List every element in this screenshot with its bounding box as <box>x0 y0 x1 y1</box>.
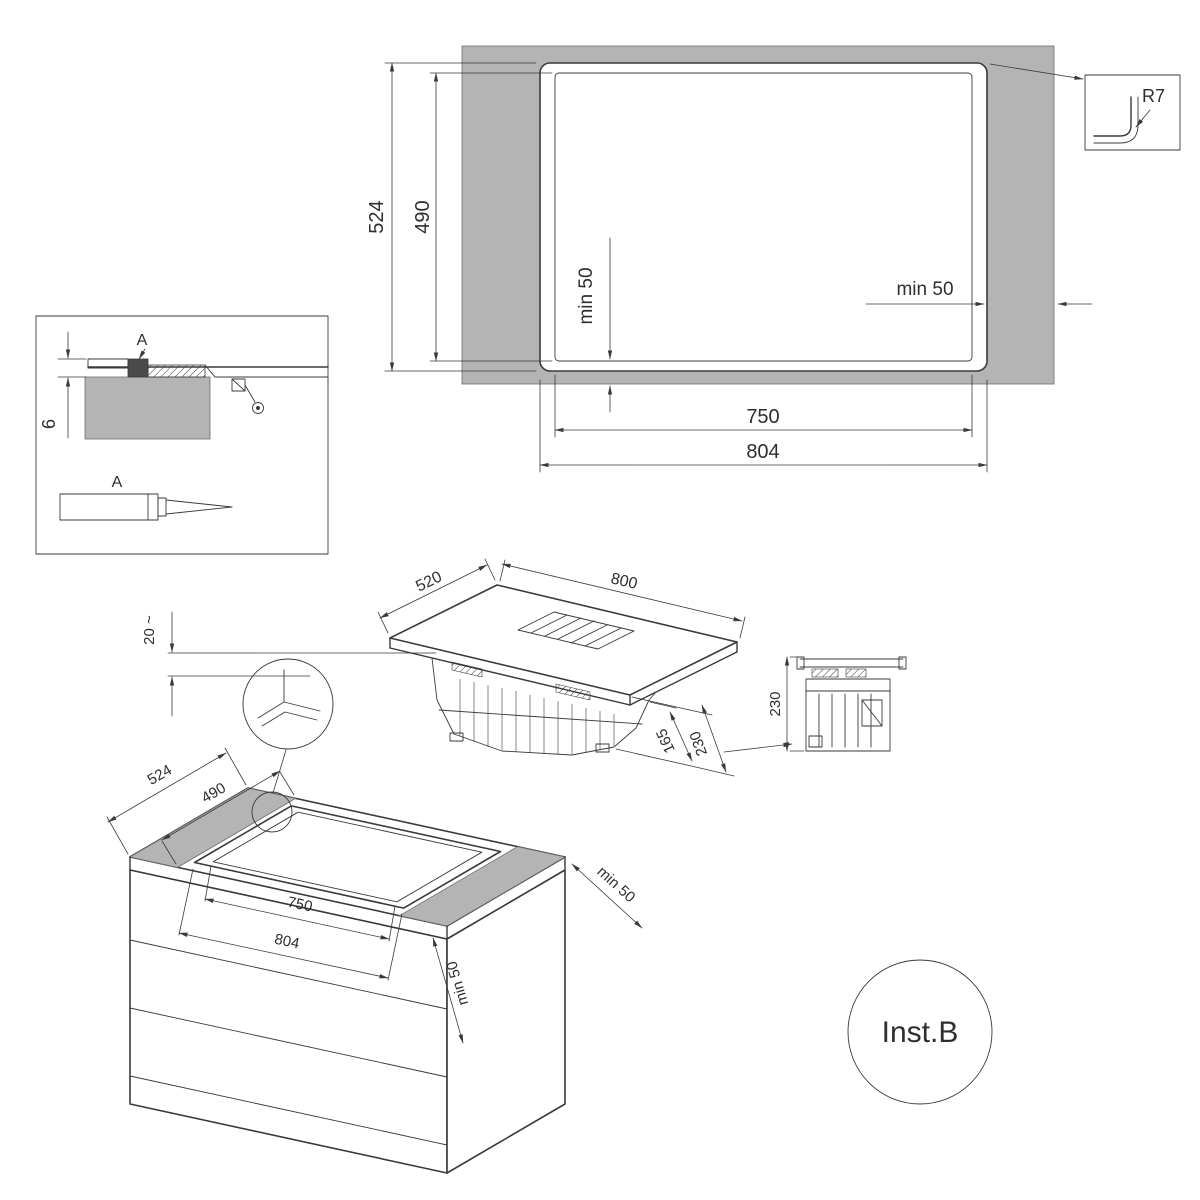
dim-label-165: 165 <box>653 726 679 756</box>
corner-radius-detail: R7 <box>989 63 1181 151</box>
plenum-slats <box>459 679 615 754</box>
dim-label-cab-524: 524 <box>145 761 175 788</box>
dim-label-cab-804: 804 <box>273 931 301 953</box>
plenum-bracket-left <box>451 661 483 678</box>
dim-label-cab-min50-side: min 50 <box>594 863 639 906</box>
side-view-seal-left <box>811 668 839 678</box>
dim-label-524: 524 <box>366 200 388 233</box>
dim-label-230-side: 230 <box>767 691 784 716</box>
arrow-to-side-view <box>723 742 793 753</box>
dim-label-490: 490 <box>412 200 434 233</box>
dimension-plenum-165 <box>615 701 701 769</box>
section-label-a: A <box>137 332 148 349</box>
cartridge-label-a: A <box>112 474 123 491</box>
dim-label-min50-front: min 50 <box>576 267 597 324</box>
badge-label: Inst.B <box>882 1016 959 1049</box>
hob-side-view: 230 <box>767 656 907 752</box>
instruction-badge: Inst.B <box>847 959 993 1105</box>
hob-flange-hatched <box>147 364 206 378</box>
dim-label-6: 6 <box>39 419 59 429</box>
dim-label-20: 20 ~ <box>141 615 158 645</box>
fixing-screw <box>252 402 264 414</box>
dim-label-804: 804 <box>746 441 779 463</box>
plenum-foot-right <box>595 743 610 753</box>
dim-label-750: 750 <box>746 406 779 428</box>
detail-circle <box>242 658 334 750</box>
dim-label-min50-side: min 50 <box>896 279 953 300</box>
detail-frame <box>35 315 329 555</box>
cabinet-section <box>84 376 211 440</box>
plenum-mid-line <box>438 709 643 725</box>
silicone-seal <box>127 358 149 378</box>
seal-section-detail: A 6 A <box>35 315 329 555</box>
detail-box <box>1084 74 1181 151</box>
dimension-cab-490 <box>161 770 295 865</box>
dimension-cab-750 <box>204 865 396 942</box>
dimension-inner-width-750 <box>554 374 973 438</box>
dimension-cab-min50-side <box>571 863 643 929</box>
worktop-cutout-top-view: 524 490 min 50 min 50 750 804 <box>366 45 1093 473</box>
section-a-leader <box>138 348 146 360</box>
dimension-gap-20 <box>167 611 437 717</box>
dimension-inner-depth-490 <box>429 72 553 362</box>
badge-circle <box>847 959 993 1105</box>
fixing-screw-center <box>256 406 260 410</box>
detail-circle-content <box>257 669 321 727</box>
cabinet-isometric-view: 524 490 750 804 min 50 min 50 <box>106 747 643 1174</box>
edge-profile-details <box>204 364 256 403</box>
plenum-foot-left <box>449 732 464 742</box>
side-view-seal-right <box>845 668 867 678</box>
detail-leader-line <box>989 63 1084 80</box>
dimension-width-800 <box>499 559 746 639</box>
dim-label-800: 800 <box>609 570 639 593</box>
hob-isometric-view: 520 800 165 230 20 ~ <box>141 558 793 794</box>
cutout-inner-step <box>554 72 973 362</box>
side-view-plenum <box>805 678 891 752</box>
dimension-cab-min50-front <box>432 937 464 1044</box>
side-view-glass <box>796 656 907 670</box>
dimension-outer-depth-524 <box>384 62 537 372</box>
dimension-depth-520 <box>377 558 496 634</box>
plenum-bracket-right <box>555 683 591 701</box>
dimension-side-230 <box>784 656 805 752</box>
dim-label-520: 520 <box>413 568 445 595</box>
cabinet-right-face <box>446 869 566 1174</box>
dimension-seal-6 <box>57 331 87 439</box>
dim-label-cab-750: 750 <box>286 894 314 916</box>
dim-label-r7: R7 <box>1142 86 1165 106</box>
cutout-opening <box>539 62 988 372</box>
sealant-cartridge <box>59 493 233 521</box>
dimension-cab-804 <box>178 868 403 981</box>
extractor-plenum-outline <box>431 657 657 756</box>
corner-profile-outer <box>1093 96 1132 137</box>
dimension-outer-width-804 <box>539 379 988 473</box>
dimension-total-230 <box>631 696 735 777</box>
dim-label-230-iso: 230 <box>687 729 712 758</box>
radius-arrow <box>1135 109 1151 128</box>
